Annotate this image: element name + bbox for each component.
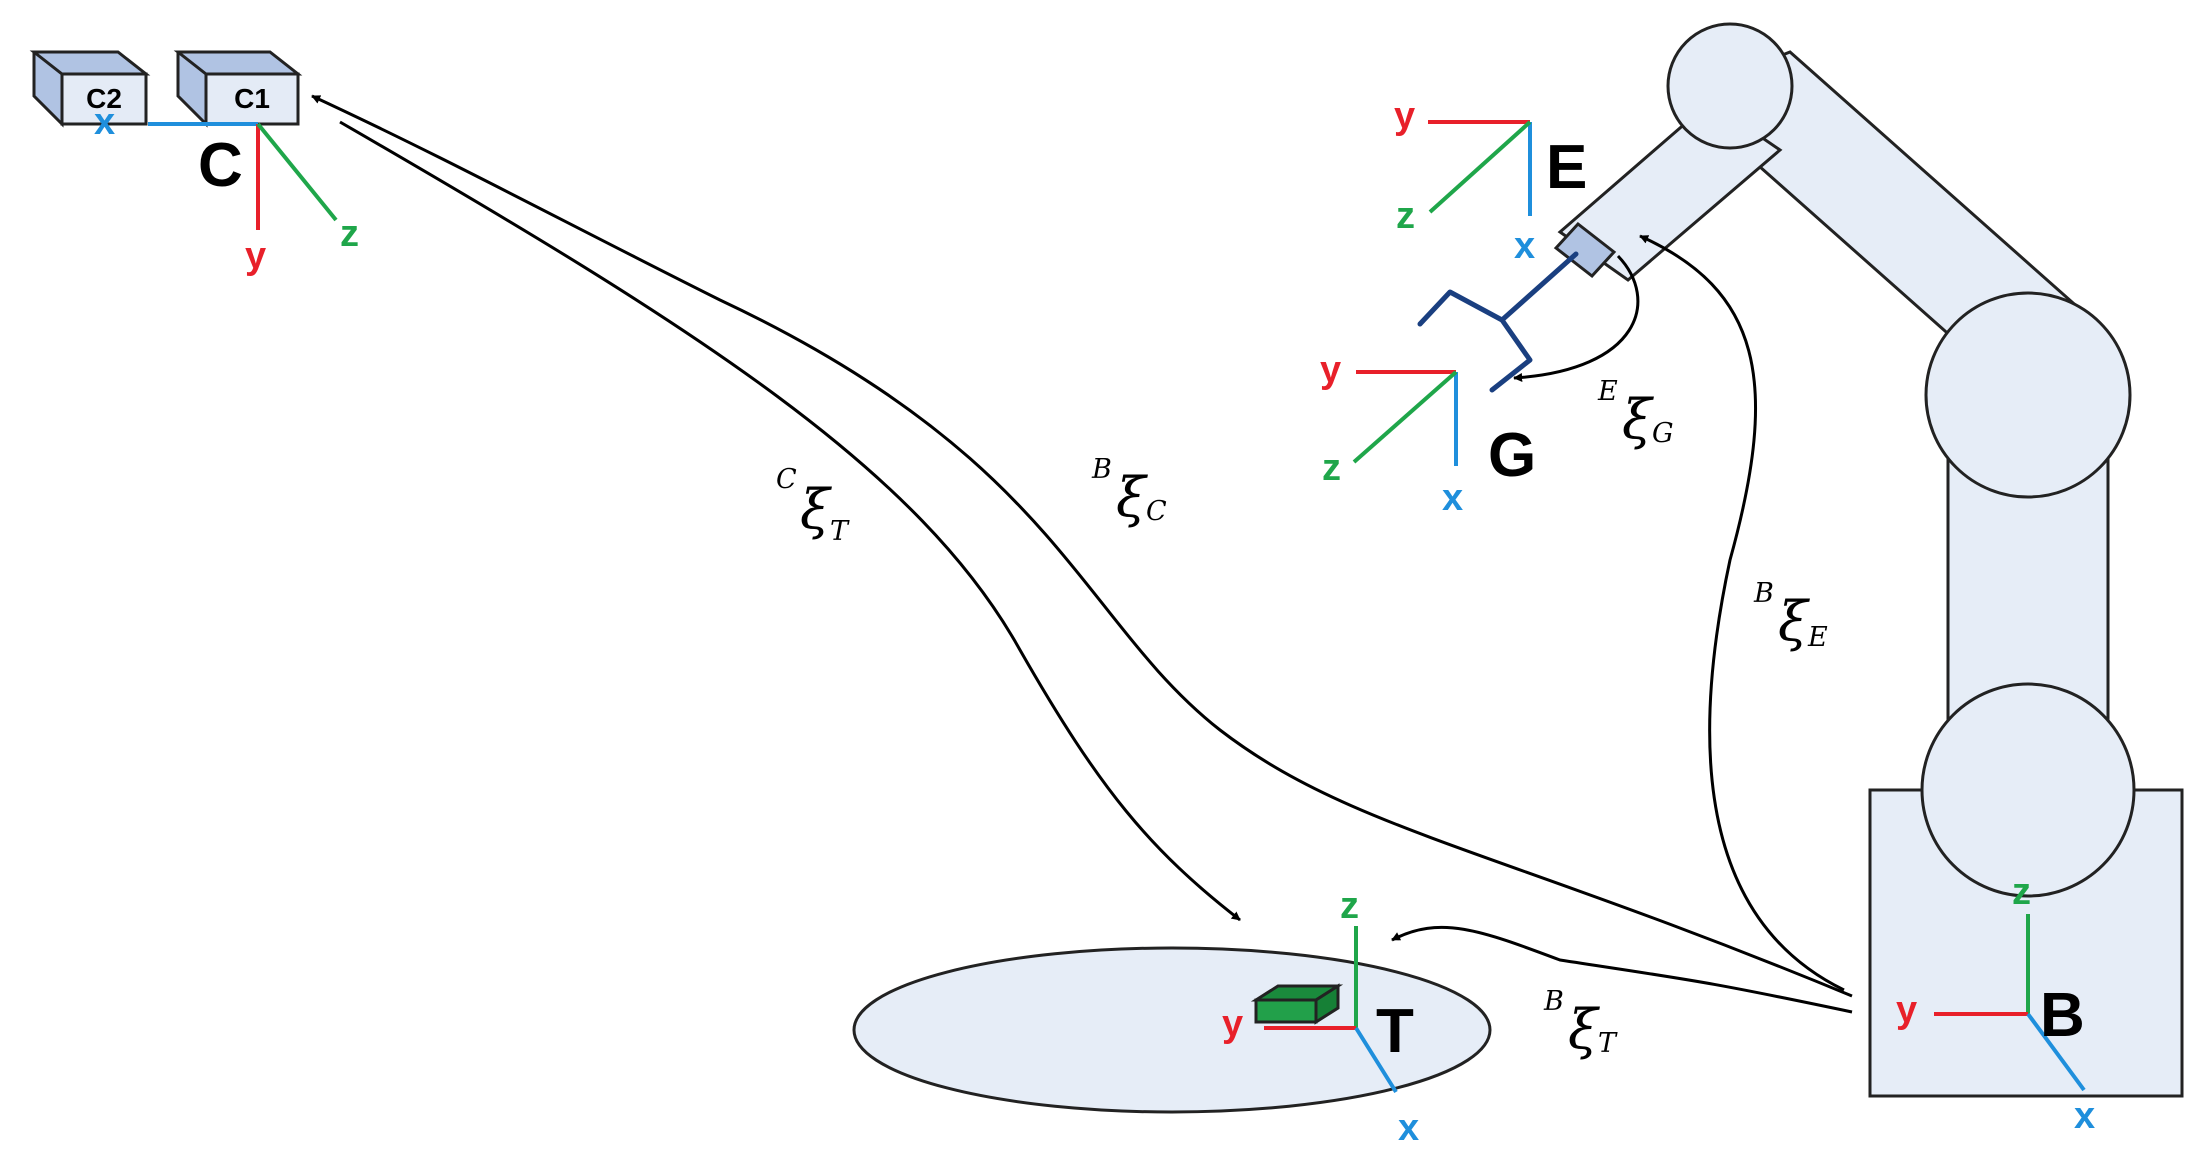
frame-e-axes (1428, 120, 1532, 216)
frame-c-x-label: x (94, 101, 115, 143)
frame-g-x-label: x (1442, 477, 1463, 519)
arrow-e-to-g (1513, 254, 1640, 382)
frame-b-label: B (2040, 981, 2085, 1050)
frame-e-y-label: y (1394, 95, 1415, 137)
gripper-icon (1417, 251, 1579, 393)
transform-arrows (311, 94, 1853, 1014)
svg-text:ξ: ξ (1778, 590, 1810, 653)
transform-label-eg: E ξ G (1597, 376, 1674, 451)
transform-label-be: B ξ E (1753, 578, 1828, 653)
camera-c1-label: C1 (234, 83, 270, 114)
frame-t-x-label: x (1398, 1107, 1419, 1149)
frame-b-x-label: x (2074, 1095, 2095, 1137)
frame-t-axes (1264, 926, 1398, 1094)
svg-text:ξ: ξ (1568, 998, 1600, 1061)
svg-text:G: G (1652, 418, 1674, 449)
frame-t-z-label: z (1340, 885, 1359, 927)
frame-c-y-label: y (245, 235, 266, 277)
frame-g-y-label: y (1320, 349, 1341, 391)
frame-b-axes (1934, 914, 2086, 1092)
frame-g-label: G (1488, 421, 1536, 490)
robot-base-joint (1920, 682, 2136, 898)
svg-text:E: E (1597, 376, 1618, 407)
frame-g-z-label: z (1322, 447, 1341, 489)
robot-wrist-joint (1666, 22, 1794, 150)
frame-t-label: T (1376, 997, 1414, 1066)
camera-c2-label: C2 (86, 83, 122, 114)
stereo-camera-icon: C2 C1 (29, 50, 303, 128)
robot-arm-icon (1553, 22, 2184, 1098)
svg-text:T: T (830, 516, 850, 547)
transform-label-ct: C ξ T (776, 464, 850, 547)
frame-e-label: E (1546, 133, 1587, 202)
camera-c1: C1 (173, 50, 303, 128)
end-effector-flange (1553, 221, 1617, 279)
svg-text:B: B (1543, 986, 1564, 1017)
frame-c-label: C (198, 131, 243, 200)
frame-g-axes (1352, 370, 1458, 466)
camera-c2: C2 (29, 50, 151, 128)
frame-b-z-label: z (2012, 871, 2031, 913)
svg-text:E: E (1807, 622, 1828, 653)
arrow-b-to-t (1391, 925, 1853, 1014)
svg-text:T: T (1598, 1028, 1618, 1059)
robot-elbow-joint (1924, 291, 2132, 499)
frame-e-x-label: x (1514, 225, 1535, 267)
frame-t-y-label: y (1222, 1003, 1243, 1045)
arrow-c-to-t (339, 120, 1241, 922)
svg-text:ξ: ξ (1622, 388, 1654, 451)
frame-c-z-label: z (340, 213, 359, 255)
target-object-icon (1250, 983, 1344, 1025)
svg-text:B: B (1753, 578, 1774, 609)
arrow-b-to-c (311, 94, 1853, 998)
transform-label-bc: B ξ C (1091, 454, 1167, 529)
frame-e-z-label: z (1396, 195, 1415, 237)
svg-text:C: C (1146, 496, 1167, 527)
svg-text:B: B (1091, 454, 1112, 485)
frame-b-y-label: y (1896, 989, 1917, 1031)
arrow-b-to-e (1639, 234, 1845, 992)
frame-c-axes (148, 122, 338, 230)
svg-text:C: C (776, 464, 797, 495)
transform-label-bt: B ξ T (1543, 986, 1618, 1061)
svg-text:ξ: ξ (1116, 466, 1148, 529)
svg-text:ξ: ξ (800, 478, 832, 541)
